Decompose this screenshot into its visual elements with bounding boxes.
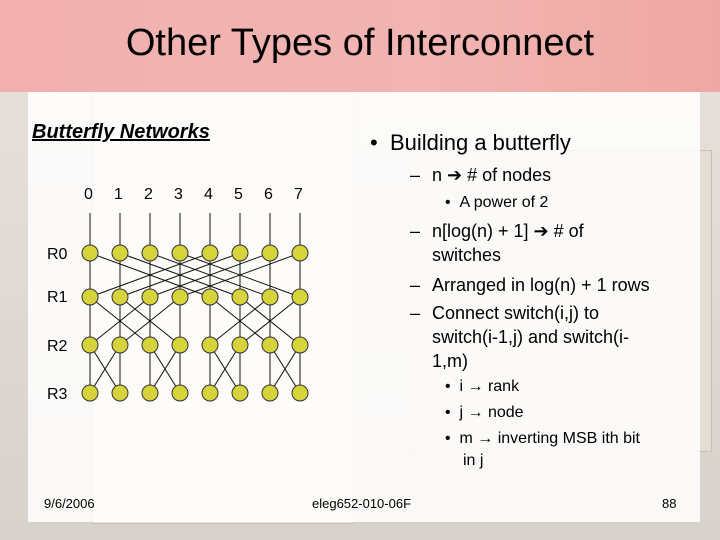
slide-content-area [28,92,700,522]
switch-node [291,244,309,262]
switch-node [171,244,189,262]
switch-node [261,288,279,306]
cross-link [89,344,121,394]
bullet-connect-cont: 1,m) [432,351,468,371]
switch-node [81,336,99,354]
switch-node [141,336,159,354]
switch-node [141,244,159,262]
bullet-connect: –Connect switch(i,j) to [410,303,600,323]
column-label: 2 [144,186,153,203]
bullet-switches: –n[log(n) + 1] ➔ # of [410,221,584,241]
bullet-connect-cont: switch(i-1,j) and switch(i- [432,327,630,347]
row-label: R3 [47,386,68,403]
cross-link [119,296,181,346]
switch-node [231,288,249,306]
switch-node [111,336,129,354]
page-number: 88 [662,496,677,511]
switch-node [171,384,189,402]
switch-node [141,288,159,306]
switch-node [111,244,129,262]
main-bullet: • Building a butterfly [370,130,571,155]
cross-link [89,296,151,346]
column-label: 5 [234,186,243,203]
switch-node [231,384,249,402]
switch-node [231,244,249,262]
cross-link [239,296,301,346]
switch-node [201,244,219,262]
switch-node [291,288,309,306]
row-label: R1 [47,289,68,306]
column-label: 7 [294,186,303,203]
bullet-rows: –Arranged in log(n) + 1 rows [410,275,650,295]
switch-node [81,244,99,262]
switch-node [141,384,159,402]
sub-bullet-rank: • i → rank [445,378,520,395]
row-label: R2 [47,338,68,355]
switch-node [261,336,279,354]
cross-link [209,344,241,394]
cross-link [89,252,211,298]
switch-node [291,384,309,402]
switch-node [291,336,309,354]
switch-node [231,336,249,354]
slide-title: Other Types of Interconnect [125,22,595,64]
title-band [0,0,720,92]
cross-link [149,344,181,394]
switch-node [261,244,279,262]
switch-node [171,288,189,306]
sub-bullet-msb: • m → inverting MSB ith bit [445,430,640,447]
section-heading: Butterfly Networks [32,121,210,143]
sub-bullet-node: • j → node [445,404,524,421]
cross-link [209,296,271,346]
switch-node [201,336,219,354]
row-label: R0 [47,246,68,263]
cross-link [149,252,271,298]
column-label: 4 [204,186,213,203]
switch-node [201,288,219,306]
column-label: 0 [84,186,93,203]
switch-node [111,384,129,402]
switch-node [171,336,189,354]
switch-node [111,288,129,306]
column-label: 1 [114,186,123,203]
cross-link [179,252,301,298]
bullet-nodes: –n ➔ # of nodes [410,165,552,185]
column-label: 3 [174,186,183,203]
bullet-switches-cont: switches [432,245,502,265]
sub-bullet-msb-cont: in j [463,452,484,469]
column-label: 6 [264,186,273,203]
sub-bullet-power: • A power of 2 [445,194,549,211]
switch-node [261,384,279,402]
footer-date: 9/6/2006 [44,496,95,511]
footer-course: eleg652-010-06F [312,496,412,511]
cross-link [269,344,301,394]
switch-node [81,384,99,402]
cross-link [119,252,241,298]
switch-node [201,384,219,402]
switch-node [81,288,99,306]
